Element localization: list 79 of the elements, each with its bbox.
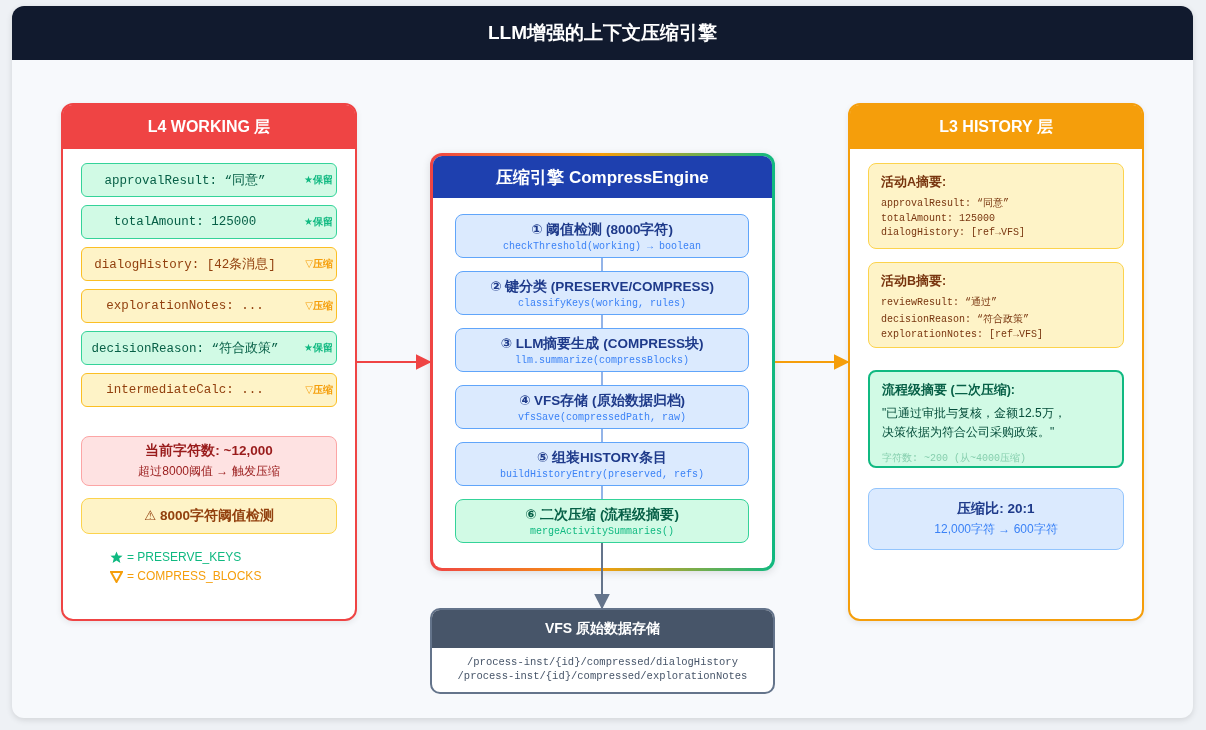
engine-panel [430, 153, 775, 571]
legend-text: = COMPRESS_BLOCKS [127, 569, 262, 583]
arrow [774, 354, 850, 370]
box-heading: 压缩比: 20:1 [957, 500, 1035, 518]
card-heading: 流程级摘要 (二次压缩): [882, 382, 1016, 399]
key-text: explorationNotes: ... [105, 298, 265, 315]
note-text: 12,000字符 → 600字符 [934, 521, 1058, 538]
step-title: ⑥ 二次压缩 (流程级摘要) [525, 505, 679, 524]
step-box [455, 328, 749, 372]
panel-header: VFS 原始数据存储 [432, 610, 773, 648]
status-tag: ▽压缩 [305, 290, 333, 322]
ratio-box [868, 488, 1124, 550]
status-tag: ★保留 [304, 164, 333, 196]
arrow [356, 354, 432, 370]
layer-panel [61, 103, 357, 621]
status-tag: ★保留 [304, 206, 333, 238]
key-text: decisionReason: “符合政策” [90, 340, 280, 358]
function-call: mergeActivitySummaries() [530, 525, 674, 537]
summary-line: reviewResult: “通过” [881, 295, 998, 309]
step-box [455, 385, 749, 429]
connector-line [601, 428, 603, 443]
key-text: dialogHistory: [42条消息] [93, 256, 277, 274]
status-tag: ★保留 [304, 332, 333, 364]
step-title: ③ LLM摘要生成 (COMPRESS块) [500, 334, 704, 353]
box-heading: 当前字符数: ~12,000 [145, 442, 273, 460]
diagram-title: LLM增强的上下文压缩引擎 [487, 21, 717, 45]
step-box [455, 499, 749, 543]
step-title: ④ VFS存储 (原始数据归档) [518, 391, 686, 410]
summary-line: explorationNotes: [ref→VFS] [881, 329, 1045, 340]
connector-line [601, 314, 603, 329]
key-text: intermediateCalc: ... [105, 382, 265, 399]
summary-line: dialogHistory: [ref→VFS] [881, 227, 1027, 238]
step-box [455, 271, 749, 315]
function-call: classifyKeys(working, rules) [518, 297, 686, 309]
function-call: buildHistoryEntry(preserved, refs) [499, 468, 704, 480]
key-text: approvalResult: “同意” [103, 172, 267, 190]
summary-line: decisionReason: “符合政策” [881, 313, 1031, 326]
panel-header: 压缩引擎 CompressEngine [433, 156, 772, 198]
key-row [81, 247, 337, 281]
alert-box [81, 436, 337, 486]
char-count: 字符数: ~200 (从~4000压缩) [882, 451, 1027, 466]
step-title: ② 键分类 (PRESERVE/COMPRESS) [489, 277, 715, 296]
step-title: ⑤ 组装HISTORY条目 [536, 448, 668, 467]
step-title: ① 阈值检测 (8000字符) [531, 220, 673, 239]
connector-line [601, 371, 603, 386]
step-box [455, 442, 749, 486]
arrow [594, 542, 610, 610]
card-heading: 活动A摘要: [881, 174, 948, 191]
connector-line [601, 485, 603, 500]
connector-line [601, 257, 603, 272]
warning-box [81, 498, 337, 534]
function-call: llm.summarize(compressBlocks) [515, 354, 689, 366]
step-box [455, 214, 749, 258]
key-row [81, 205, 337, 239]
summary-card [868, 262, 1124, 348]
storage-path: /process-inst/{id}/compressed/dialogHistory [467, 656, 738, 668]
key-row [81, 373, 337, 407]
summary-line: totalAmount: 125000 [881, 213, 997, 224]
summary-card [868, 370, 1124, 468]
summary-line: approvalResult: “同意” [881, 197, 1011, 210]
storage-path: /process-inst/{id}/compressed/explorationNotes [457, 670, 748, 682]
status-tag: ▽压缩 [305, 248, 333, 280]
function-call: checkThreshold(working) → boolean [502, 240, 701, 252]
function-call: vfsSave(compressedPath, raw) [518, 411, 686, 423]
status-tag: ▽压缩 [305, 374, 333, 406]
key-row [81, 331, 337, 365]
storage-panel [430, 608, 775, 694]
key-row [81, 163, 337, 197]
card-heading: 活动B摘要: [881, 273, 948, 290]
legend-text: = PRESERVE_KEYS [127, 550, 242, 564]
summary-quote: "已通过审批与复核，金额12.5万，决策依据为符合公司采购政策。" [882, 405, 1067, 441]
key-text: totalAmount: 125000 [112, 214, 258, 231]
note-text: 超过8000阈值 → 触发压缩 [138, 463, 280, 480]
box-heading: ⚠ 8000字符阈值检测 [144, 507, 274, 525]
summary-card [868, 163, 1124, 249]
panel-header: L4 WORKING 层 [63, 105, 355, 149]
layer-panel [848, 103, 1144, 621]
key-row [81, 289, 337, 323]
panel-header: L3 HISTORY 层 [850, 105, 1142, 149]
